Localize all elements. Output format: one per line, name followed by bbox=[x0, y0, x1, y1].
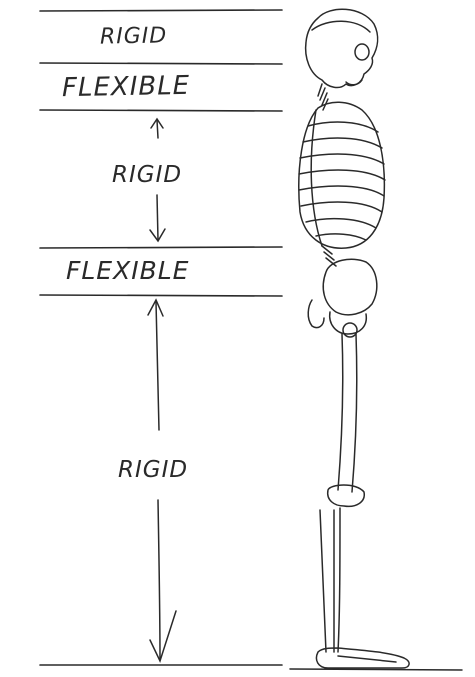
line-neck-torso bbox=[40, 110, 282, 111]
tibia-back bbox=[320, 510, 326, 652]
rib bbox=[300, 154, 384, 164]
arrow-legs-down-shaft bbox=[158, 500, 160, 660]
spine-thoracic bbox=[311, 110, 322, 246]
label-rigid-legs: RIGID bbox=[118, 457, 188, 483]
arrows bbox=[148, 119, 176, 661]
rib bbox=[303, 138, 382, 148]
skull-crown bbox=[312, 21, 370, 32]
line-lumbar-legs bbox=[40, 295, 282, 296]
label-rigid-torso: RIGID bbox=[112, 162, 182, 188]
arrow-torso-up-shaft bbox=[157, 120, 158, 138]
neck-vertebrae bbox=[318, 84, 328, 110]
label-rigid-head: RIGID bbox=[100, 23, 168, 49]
arrow-legs-up-shaft bbox=[156, 302, 159, 430]
line-top bbox=[40, 10, 282, 11]
label-flexible-neck: FLEXIBLE bbox=[62, 71, 191, 103]
rib bbox=[316, 234, 366, 240]
label-flexible-lumbar: FLEXIBLE bbox=[66, 256, 189, 285]
femur-back bbox=[338, 334, 343, 490]
skeleton bbox=[290, 9, 462, 670]
ground-line bbox=[290, 669, 462, 670]
line-torso-lumbar bbox=[40, 247, 282, 248]
line-head-neck bbox=[40, 63, 282, 64]
arrow-legs-down-head bbox=[150, 611, 176, 661]
sacrum bbox=[308, 300, 324, 328]
arrow-torso-down-shaft bbox=[157, 195, 158, 240]
femur-front bbox=[352, 334, 357, 492]
fibula bbox=[338, 508, 340, 652]
foot-detail bbox=[338, 656, 396, 662]
knee bbox=[328, 485, 365, 506]
section-lines bbox=[40, 10, 282, 665]
rib bbox=[308, 122, 378, 132]
hip-joint bbox=[343, 323, 357, 337]
pelvis-ilium bbox=[323, 259, 377, 315]
eye-socket bbox=[355, 44, 369, 60]
jaw-line bbox=[346, 80, 362, 85]
